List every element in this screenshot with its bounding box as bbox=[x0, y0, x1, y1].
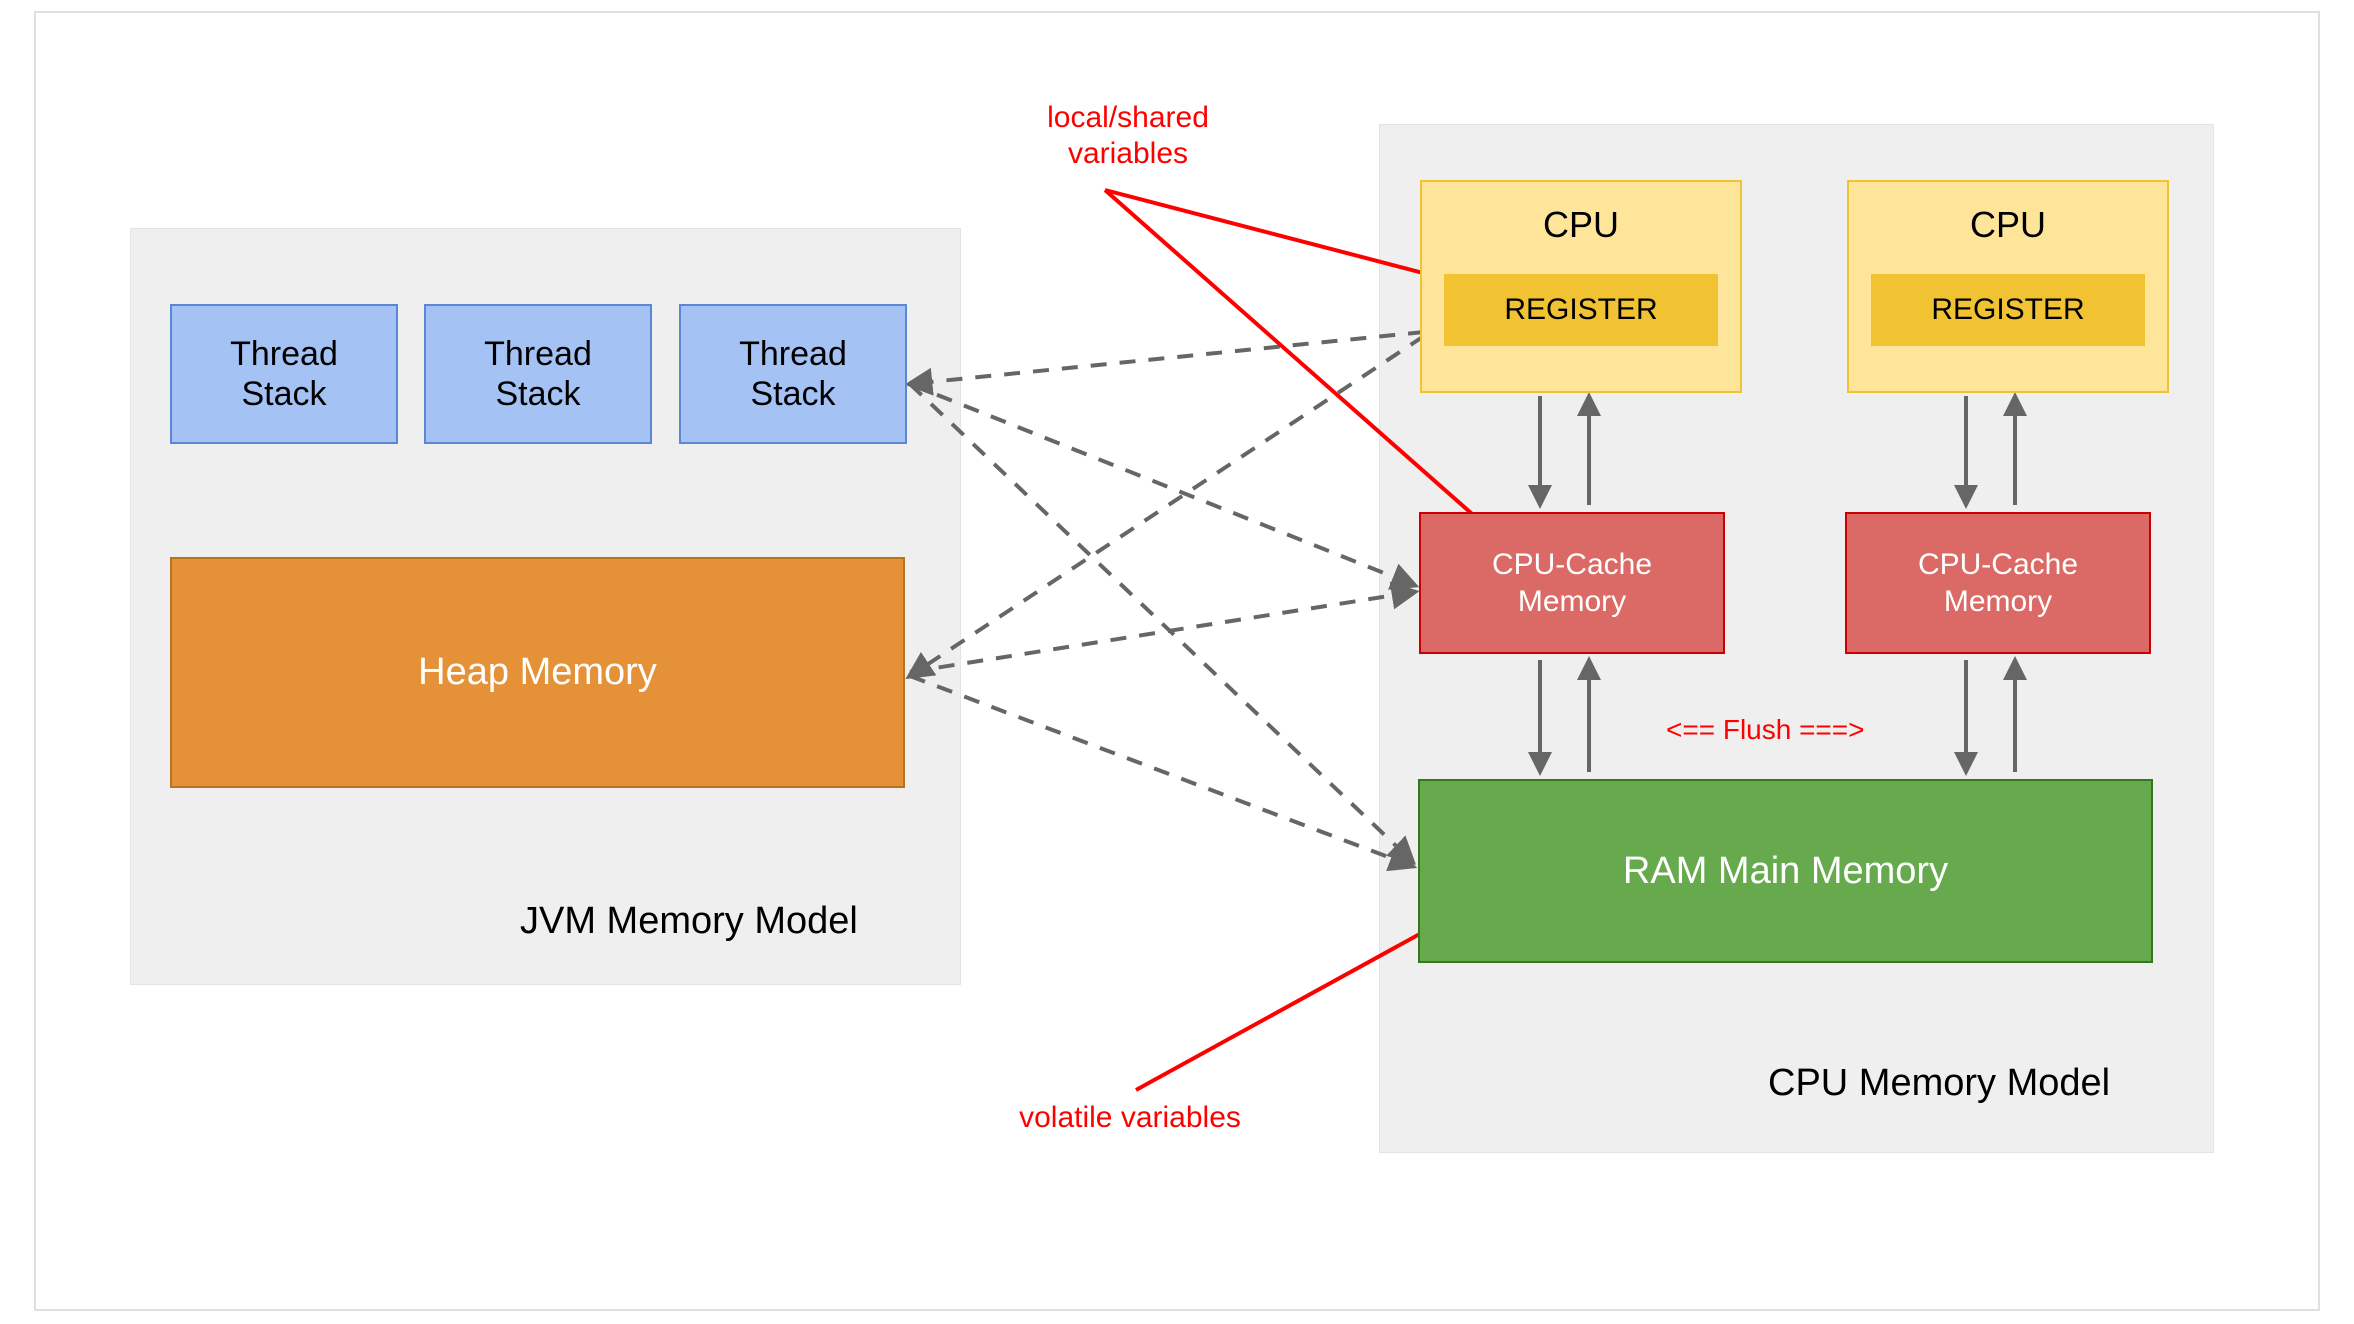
cpu-core-box[interactable]: CPU REGISTER bbox=[1847, 180, 2169, 393]
annotation-flush: <== Flush ===> bbox=[1666, 714, 1865, 745]
cpu-memory-model-label: CPU Memory Model bbox=[1768, 1062, 2111, 1104]
cpu-cache-memory-box[interactable]: CPU-Cache Memory bbox=[1419, 512, 1725, 654]
thread-stack-box[interactable]: Thread Stack bbox=[679, 304, 907, 444]
register-box[interactable]: REGISTER bbox=[1871, 274, 2145, 346]
thread-stack-box[interactable]: Thread Stack bbox=[170, 304, 398, 444]
cpu-label: CPU bbox=[1542, 204, 1619, 245]
cpu-core-box[interactable]: CPU REGISTER bbox=[1420, 180, 1742, 393]
thread-stack-box[interactable]: Thread Stack bbox=[424, 304, 652, 444]
cpu-label: CPU bbox=[1969, 204, 2046, 245]
annotation-local-shared-variables: local/shared variables bbox=[1047, 101, 1209, 170]
cpu-cache-memory-box[interactable]: CPU-Cache Memory bbox=[1845, 512, 2151, 654]
jvm-memory-model-label: JVM Memory Model bbox=[520, 900, 858, 942]
register-box[interactable]: REGISTER bbox=[1444, 274, 1718, 346]
annotation-volatile-variables: volatile variables bbox=[1019, 1101, 1241, 1134]
heap-memory-box[interactable]: Heap Memory bbox=[170, 557, 905, 788]
ram-main-memory-box[interactable]: RAM Main Memory bbox=[1418, 779, 2153, 963]
